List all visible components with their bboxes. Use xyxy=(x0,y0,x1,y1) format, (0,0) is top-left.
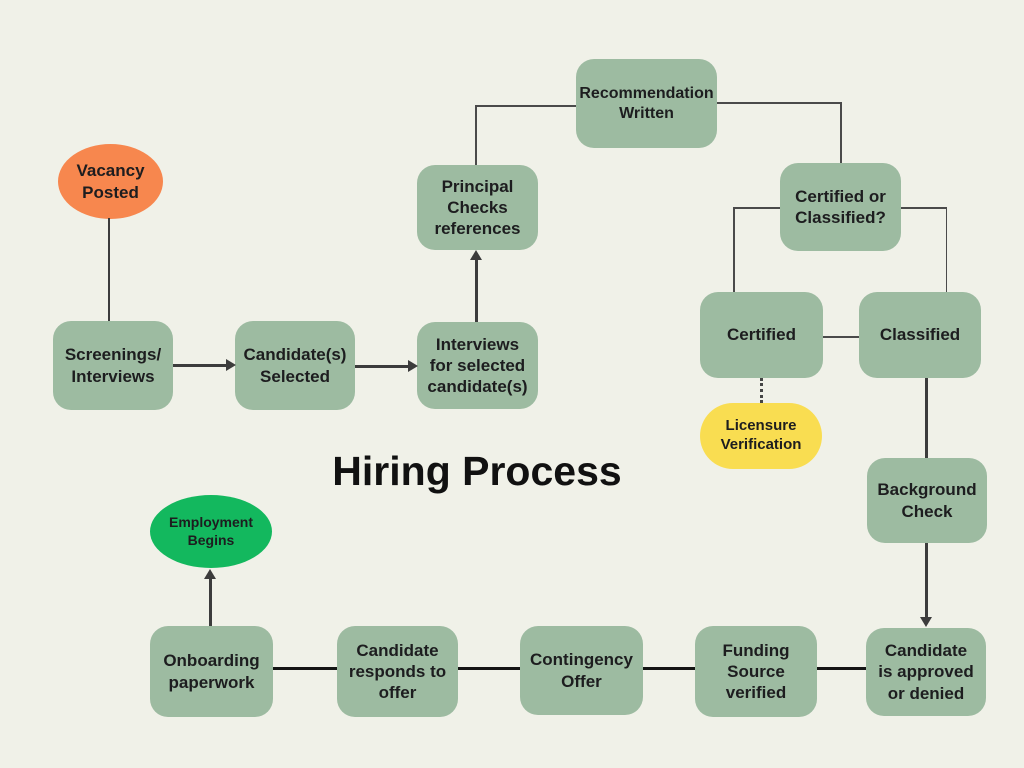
connector-interviews-to-principal xyxy=(475,259,478,322)
node-screenings-interviews: Screenings/ Interviews xyxy=(53,321,173,410)
node-recommendation-written: Recommendation Written xyxy=(576,59,717,148)
node-certified-or-classified: Certified or Classified? xyxy=(780,163,901,251)
node-principal-checks-references: Principal Checks references xyxy=(417,165,538,250)
node-background-check: Background Check xyxy=(867,458,987,543)
node-vacancy-posted: Vacancy Posted xyxy=(58,144,163,219)
connector-recommendation-right-v xyxy=(840,102,842,163)
connector-branch-certified-h xyxy=(733,207,780,209)
connector-responds-to-onboarding xyxy=(273,667,337,670)
arrowhead-right-to-candidates xyxy=(226,359,236,371)
node-interviews-for-selected: Interviews for selected candidate(s) xyxy=(417,322,538,409)
connector-candidates-to-interviews xyxy=(355,365,409,368)
connector-funding-to-contingency xyxy=(643,667,695,670)
node-onboarding-paperwork: Onboarding paperwork xyxy=(150,626,273,717)
arrowhead-right-to-interviews xyxy=(408,360,418,372)
connector-vacancy-to-screenings xyxy=(108,218,110,321)
connector-certified-to-licensure-dotted xyxy=(760,378,763,403)
node-candidates-selected: Candidate(s) Selected xyxy=(235,321,355,410)
connector-screenings-to-candidates xyxy=(173,364,227,367)
connector-recommendation-right-h xyxy=(717,102,841,104)
node-funding-source-verified: Funding Source verified xyxy=(695,626,817,717)
connector-approved-to-funding xyxy=(817,667,866,670)
connector-certified-classified-link xyxy=(823,336,859,338)
arrowhead-down-to-approved xyxy=(920,617,932,627)
node-licensure-verification: Licensure Verification xyxy=(700,403,822,469)
node-candidate-responds-to-offer: Candidate responds to offer xyxy=(337,626,458,717)
node-contingency-offer: Contingency Offer xyxy=(520,626,643,715)
connector-recommendation-left-h xyxy=(475,105,576,107)
node-candidate-approved-or-denied: Candidate is approved or denied xyxy=(866,628,986,716)
connector-branch-classified-h xyxy=(901,207,947,209)
connector-contingency-to-responds xyxy=(458,667,520,670)
connector-onboarding-to-employment xyxy=(209,578,212,626)
arrowhead-up-to-principal xyxy=(470,250,482,260)
connector-branch-classified-v xyxy=(945,207,947,292)
connector-background-to-approved xyxy=(925,543,928,618)
node-certified: Certified xyxy=(700,292,823,378)
node-classified: Classified xyxy=(859,292,981,378)
connector-classified-to-background xyxy=(925,378,928,458)
connector-recommendation-left-v xyxy=(475,105,477,165)
arrowhead-up-to-employment xyxy=(204,569,216,579)
node-employment-begins: Employment Begins xyxy=(150,495,272,568)
diagram-title: Hiring Process xyxy=(332,448,622,494)
connector-branch-certified-v xyxy=(733,207,735,292)
